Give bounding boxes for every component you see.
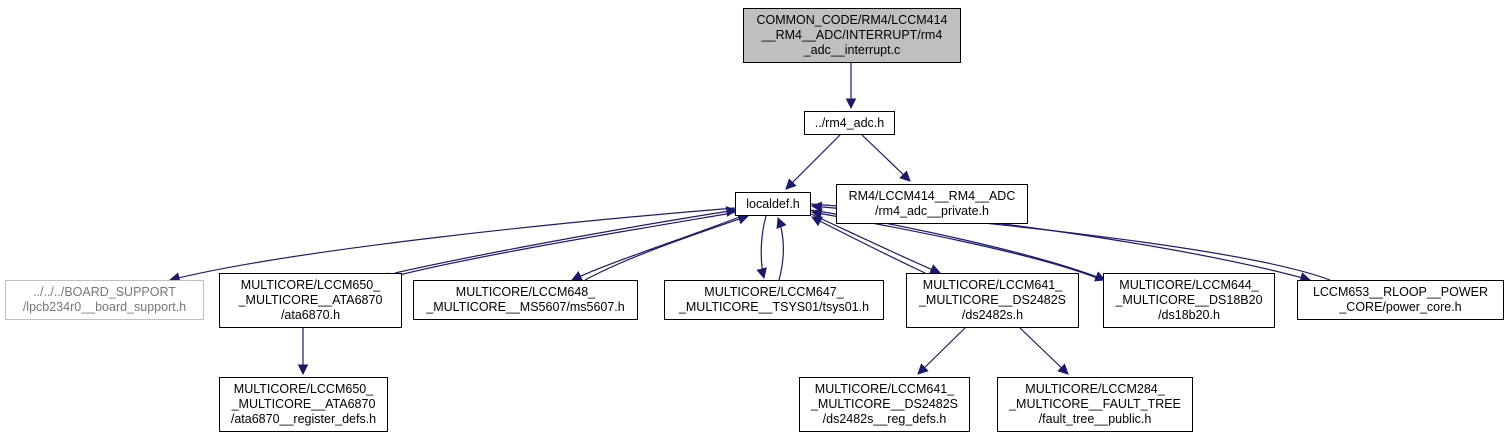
file-node-label: _adc__interrupt.c (803, 43, 901, 57)
file-node-label: MULTICORE/LCCM650_ (240, 278, 381, 292)
edge-localdef-to-ms5607 (571, 215, 743, 281)
file-node-label: localdef.h (746, 196, 800, 211)
file-node-ds2482s-regs[interactable]: MULTICORE/LCCM641__MULTICORE__DS2482S/ds… (799, 377, 970, 432)
edge-rm4-adc-to-localdef (785, 134, 841, 190)
file-node-label: MULTICORE/LCCM641_ (922, 278, 1063, 292)
file-node-fault-tree[interactable]: MULTICORE/LCCM284__MULTICORE__FAULT_TREE… (997, 377, 1193, 432)
file-node-label: _MULTICORE__DS2482S (918, 293, 1067, 307)
file-node-localdef[interactable]: localdef.h (735, 192, 811, 216)
edge-localdef-to-ds2482s (810, 213, 941, 275)
edge-rm4-adc-to-rm4-private (861, 134, 911, 182)
file-node-ds18b20[interactable]: MULTICORE/LCCM644__MULTICORE__DS18B20/ds… (1103, 273, 1275, 328)
file-node-board-support[interactable]: ../../../BOARD_SUPPORT/lpcb234r0__board_… (5, 280, 204, 320)
file-node-label: _MULTICORE__ATA6870 (238, 293, 383, 307)
file-node-rm4-adc[interactable]: ../rm4_adc.h (804, 111, 895, 135)
file-node-label: MULTICORE/LCCM284_ (1025, 382, 1165, 396)
file-node-label: __RM4__ADC/INTERRUPT/rm4 (761, 28, 943, 42)
file-node-label: _MULTICORE__DS18B20 (1115, 293, 1263, 307)
edge-ds2482s-to-ds2482s-regs (917, 327, 966, 375)
file-node-label: _CORE/power_core.h (1339, 300, 1462, 314)
file-node-label: _MULTICORE__FAULT_TREE (1009, 397, 1181, 411)
file-node-label: /ds2482s__reg_defs.h (822, 412, 947, 426)
file-node-label: _MULTICORE__ATA6870 (231, 397, 376, 411)
file-node-power-core[interactable]: LCCM653__RLOOP__POWER_CORE/power_core.h (1297, 280, 1504, 320)
file-node-ds2482s[interactable]: MULTICORE/LCCM641__MULTICORE__DS2482S/ds… (906, 273, 1079, 328)
file-node-label: ../../../BOARD_SUPPORT (33, 285, 176, 299)
file-node-label: ../rm4_adc.h (814, 115, 885, 130)
file-node-label: COMMON_CODE/RM4/LCCM414 (756, 13, 948, 27)
file-node-label: /ds2482s.h (961, 308, 1024, 322)
file-node-label: _MULTICORE__MS5607/ms5607.h (426, 300, 625, 314)
edge-ds2482s-to-localdef (811, 216, 926, 274)
edge-ds2482s-to-fault-tree (1019, 327, 1069, 375)
file-node-label: /ata6870__register_defs.h (230, 412, 377, 426)
file-node-ms5607[interactable]: MULTICORE/LCCM648__MULTICORE__MS5607/ms5… (413, 280, 638, 320)
file-node-label: /ata6870.h (280, 308, 341, 322)
file-node-ata6870-regs[interactable]: MULTICORE/LCCM650__MULTICORE__ATA6870/at… (219, 377, 388, 432)
edge-localdef-to-board-support (168, 207, 736, 283)
file-node-label: MULTICORE/LCCM648_ (455, 285, 596, 299)
file-node-rm4-private[interactable]: RM4/LCCM414__RM4__ADC/rm4_adc__private.h (836, 184, 1028, 224)
file-node-label: _MULTICORE__DS2482S (810, 397, 959, 411)
file-node-ata6870[interactable]: MULTICORE/LCCM650__MULTICORE__ATA6870/at… (219, 273, 402, 328)
file-node-tsys01[interactable]: MULTICORE/LCCM647__MULTICORE__TSYS01/tsy… (664, 280, 884, 320)
file-node-label: MULTICORE/LCCM647_ (704, 285, 844, 299)
edge-ata6870-to-localdef (394, 206, 738, 274)
file-node-label: MULTICORE/LCCM644_ (1119, 278, 1259, 292)
edge-localdef-to-tsys01 (756, 215, 767, 280)
file-node-label: /rm4_adc__private.h (875, 204, 989, 218)
file-node-label: /ds18b20.h (1158, 308, 1220, 322)
file-node-label: /lpcb234r0__board_support.h (22, 300, 187, 314)
edge-localdef-to-ata6870 (378, 211, 739, 283)
file-node-label: LCCM653__RLOOP__POWER (1312, 285, 1489, 299)
file-node-label: MULTICORE/LCCM650_ (233, 382, 374, 396)
file-node-label: _MULTICORE__TSYS01/tsys01.h (678, 300, 870, 314)
edge-tsys01-to-localdef (776, 216, 787, 281)
file-node-label: MULTICORE/LCCM641_ (814, 382, 955, 396)
file-node-label: /fault_tree__public.h (1038, 412, 1152, 426)
edge-ms5607-to-localdef (584, 214, 750, 281)
file-node-label: RM4/LCCM414__RM4__ADC (848, 189, 1016, 203)
file-node-root: COMMON_CODE/RM4/LCCM414__RM4__ADC/INTERR… (743, 8, 961, 63)
